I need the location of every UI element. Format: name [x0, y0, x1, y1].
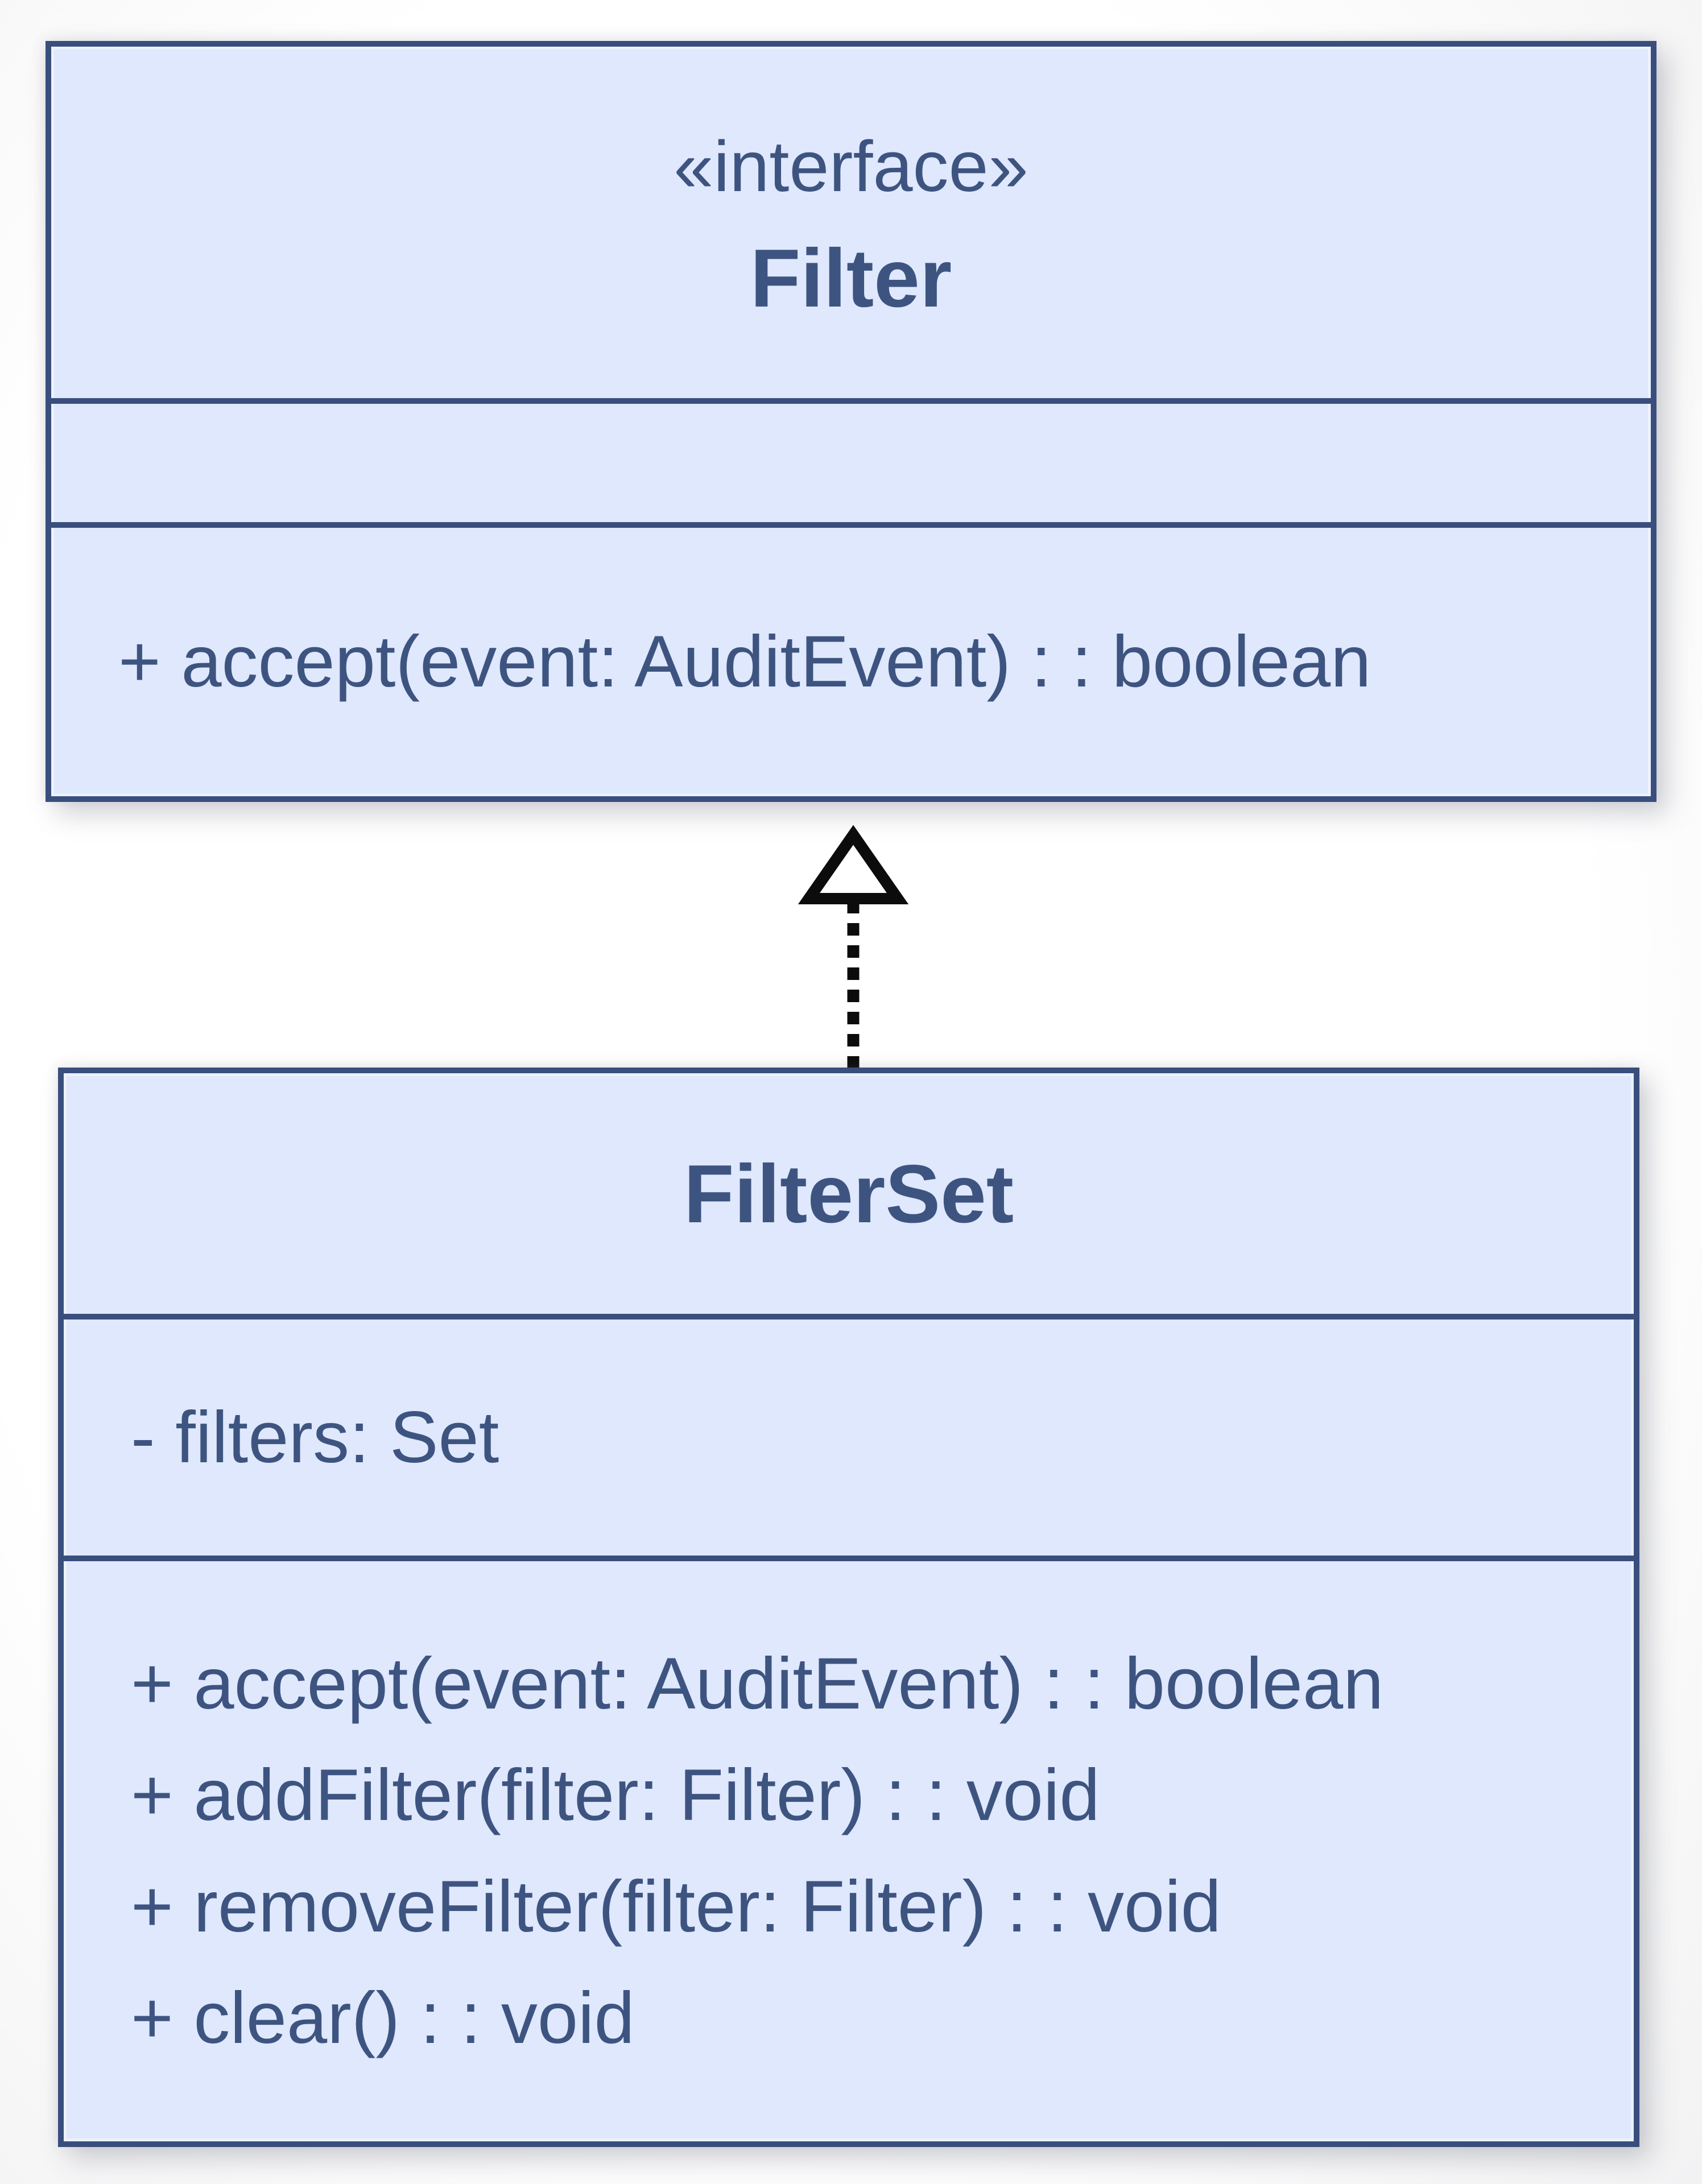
- filter-method-accept: + accept(event: AuditEvent) : : boolean: [118, 621, 1371, 702]
- filter-class-name: Filter: [750, 232, 952, 324]
- filterset-methods-compartment: + accept(event: AuditEvent) : : boolean …: [64, 1556, 1634, 2141]
- interface-stereotype-label: «interface»: [674, 126, 1028, 206]
- hollow-triangle-arrowhead: [798, 825, 909, 904]
- filterset-attribute-filters: - filters: Set: [131, 1396, 499, 1478]
- filterset-method-accept: + accept(event: AuditEvent) : : boolean: [131, 1643, 1384, 1724]
- filterset-method-removefilter: + removeFilter(filter: Filter) : : void: [131, 1866, 1221, 1947]
- filterset-method-addfilter: + addFilter(filter: Filter) : : void: [131, 1755, 1100, 1836]
- filterset-title-compartment: FilterSet: [64, 1073, 1634, 1314]
- interface-box-filter: «interface» Filter + accept(event: Audit…: [46, 41, 1656, 802]
- filterset-method-clear: + clear() : : void: [131, 1978, 635, 2059]
- filter-methods-compartment: + accept(event: AuditEvent) : : boolean: [51, 522, 1651, 796]
- filterset-class-name: FilterSet: [683, 1147, 1014, 1240]
- class-box-filterset: FilterSet - filters: Set + accept(event:…: [58, 1068, 1639, 2147]
- filterset-attributes-compartment: - filters: Set: [64, 1314, 1634, 1556]
- filter-attributes-compartment-empty: [51, 398, 1651, 522]
- filter-title-compartment: «interface» Filter: [51, 47, 1651, 398]
- realization-arrow: [798, 825, 909, 1068]
